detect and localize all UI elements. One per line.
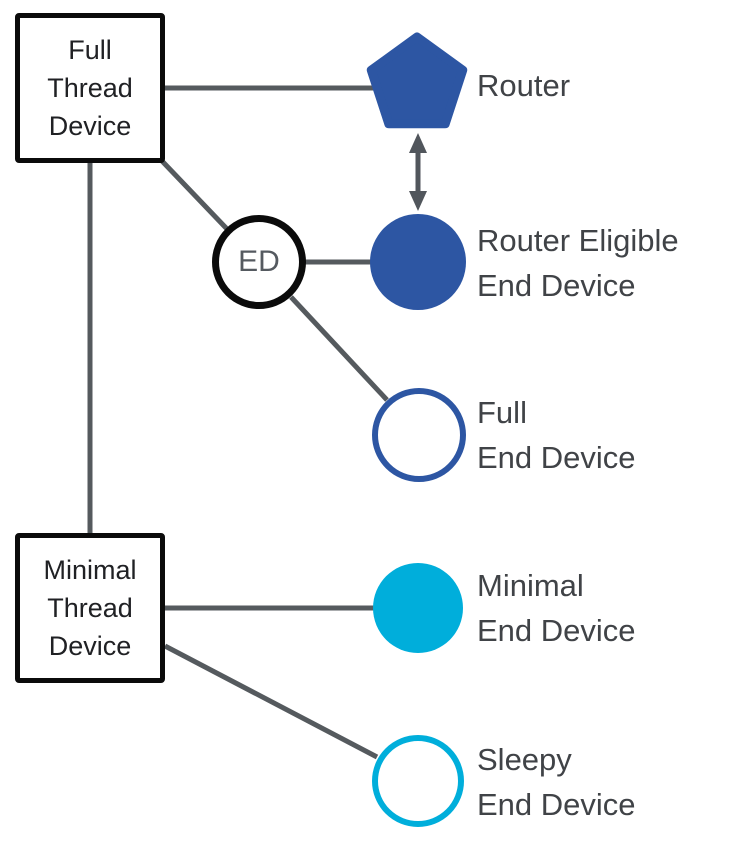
connector-mtd-sed bbox=[163, 643, 379, 760]
node-minimal-thread-device-line: Thread bbox=[47, 593, 133, 623]
label-router-text: Router bbox=[477, 68, 571, 103]
node-ed-label: ED bbox=[238, 245, 280, 278]
node-ed-circle: ED bbox=[212, 215, 306, 309]
full-end-device-circle-icon bbox=[372, 388, 466, 482]
label-line: Full bbox=[477, 395, 527, 430]
node-full-thread-device: Full Thread Device bbox=[15, 13, 165, 163]
label-line: End Device bbox=[477, 787, 636, 822]
router-pentagon-icon bbox=[366, 32, 468, 129]
label-line: End Device bbox=[477, 268, 636, 303]
label-router: Router bbox=[477, 63, 570, 108]
node-minimal-thread-device: Minimal Thread Device bbox=[15, 533, 165, 683]
connector-ed-fed bbox=[289, 295, 389, 402]
label-line: Minimal bbox=[477, 568, 584, 603]
label-line: End Device bbox=[477, 440, 636, 475]
minimal-end-device-circle-icon bbox=[373, 563, 463, 653]
label-line: Sleepy bbox=[477, 742, 572, 777]
connector-ftd-ed bbox=[160, 159, 229, 231]
label-minimal-end-device: Minimal End Device bbox=[477, 563, 636, 653]
label-full-end-device: Full End Device bbox=[477, 390, 636, 480]
node-minimal-thread-device-line: Device bbox=[48, 631, 132, 661]
sleepy-end-device-circle-icon bbox=[372, 735, 464, 827]
label-router-eligible-end-device: Router Eligible End Device bbox=[477, 218, 679, 308]
router-eligible-end-device-circle-icon bbox=[370, 214, 466, 310]
arrow-head-down-icon bbox=[409, 191, 427, 211]
label-line: Router Eligible bbox=[477, 223, 679, 258]
label-line: End Device bbox=[477, 613, 636, 648]
node-minimal-thread-device-line: Minimal bbox=[43, 555, 137, 585]
node-full-thread-device-line: Full bbox=[68, 35, 112, 65]
label-sleepy-end-device: Sleepy End Device bbox=[477, 737, 636, 827]
node-full-thread-device-line: Device bbox=[48, 111, 132, 141]
arrow-head-up-icon bbox=[409, 133, 427, 153]
node-full-thread-device-line: Thread bbox=[47, 73, 133, 103]
